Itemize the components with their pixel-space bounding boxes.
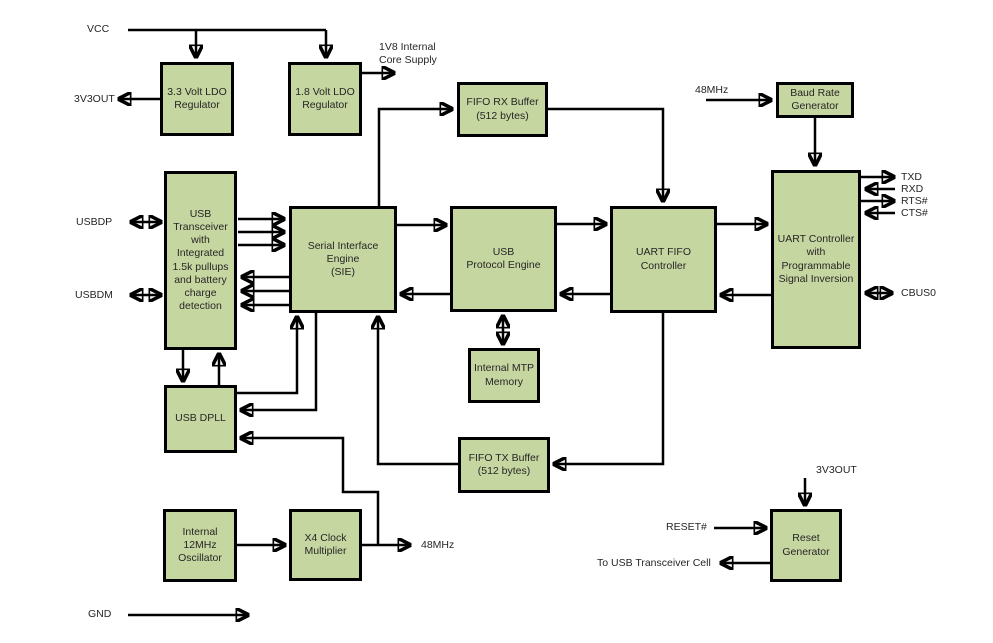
pin-48mhz-out: 48MHz: [421, 539, 455, 551]
arrow-fifotx-to-sie: [378, 317, 458, 466]
pin-usbdp: USBDP: [76, 216, 113, 228]
arrow-dpll-to-sie: [237, 317, 297, 395]
pin-cts: CTS#: [901, 207, 928, 219]
block-fifo-rx-buffer: FIFO RX Buffer (512 bytes): [457, 82, 548, 137]
block-usb-transceiver: USB Transceiver with Integrated 1.5k pul…: [164, 171, 237, 350]
block-usb-protocol-engine: USB Protocol Engine: [450, 206, 557, 312]
pin-rts: RTS#: [901, 195, 928, 207]
block-12mhz-oscillator: Internal 12MHz Oscillator: [163, 509, 237, 582]
block-serial-interface-engine: Serial Interface Engine (SIE): [289, 206, 397, 313]
block-baud-rate-generator: Baud Rate Generator: [776, 82, 854, 118]
arrow-sie-to-fiforx: [377, 109, 452, 206]
arrow-sie-to-dpll: [241, 313, 318, 410]
pin-3v3out: 3V3OUT: [74, 93, 115, 105]
pin-vcc: VCC: [87, 23, 110, 35]
block-x4-clock-multiplier: X4 Clock Multiplier: [289, 509, 362, 581]
block-usb-dpll: USB DPLL: [164, 385, 237, 453]
pin-gnd: GND: [88, 608, 112, 620]
pin-rxd: RXD: [901, 183, 924, 195]
pin-48mhz-baud: 48MHz: [695, 84, 729, 96]
block-reset-generator: Reset Generator: [770, 509, 842, 582]
block-1v8-ldo-regulator: 1.8 Volt LDO Regulator: [288, 62, 362, 136]
block-fifo-tx-buffer: FIFO TX Buffer (512 bytes): [458, 437, 550, 493]
pin-cbus0: CBUS0: [901, 287, 937, 299]
block-uart-fifo-controller: UART FIFO Controller: [610, 206, 717, 313]
pin-1v8-core-supply: 1V8 Internal Core Supply: [379, 41, 437, 66]
pin-txd: TXD: [901, 171, 922, 183]
pin-to-usb-transceiver-cell: To USB Transceiver Cell: [597, 557, 711, 569]
pin-usbdm: USBDM: [75, 289, 113, 301]
block-internal-mtp-memory: Internal MTP Memory: [468, 348, 540, 403]
arrow-uartfifo-to-fifotx: [554, 313, 665, 464]
arrow-48mhz-to-dpll: [241, 438, 380, 545]
pin-3v3out-reset: 3V3OUT: [816, 464, 857, 476]
block-uart-controller: UART Controller with Programmable Signal…: [771, 170, 861, 349]
pin-reset-input: RESET#: [666, 521, 707, 533]
block-3v3-ldo-regulator: 3.3 Volt LDO Regulator: [160, 62, 234, 136]
arrow-fiforx-to-uartfifo: [548, 107, 663, 201]
